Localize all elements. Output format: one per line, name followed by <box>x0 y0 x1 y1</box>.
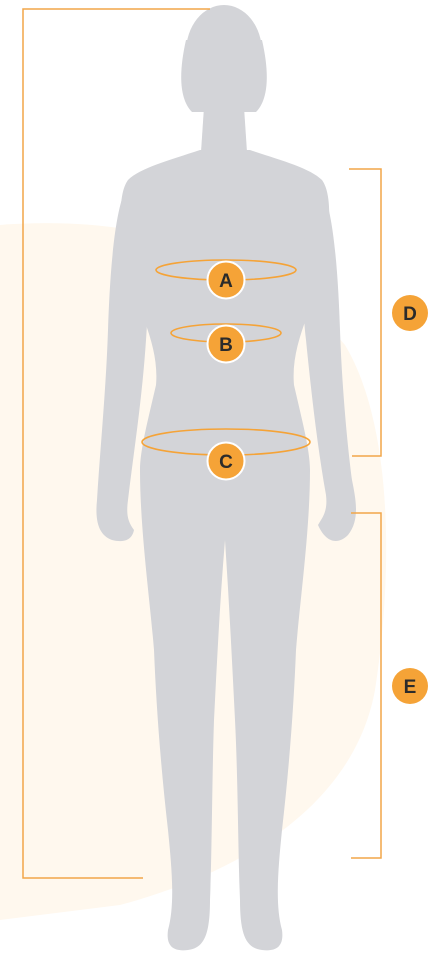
badge-e: E <box>392 668 428 704</box>
badge-d-label: D <box>403 304 417 325</box>
badge-e-label: E <box>404 677 417 698</box>
badge-b-label: B <box>219 335 233 356</box>
badge-b: B <box>208 326 245 363</box>
badge-c-label: C <box>219 452 233 473</box>
badge-a: A <box>208 262 245 299</box>
badge-a-label: A <box>219 271 233 292</box>
badge-c: C <box>208 443 245 480</box>
badge-d: D <box>392 295 428 331</box>
